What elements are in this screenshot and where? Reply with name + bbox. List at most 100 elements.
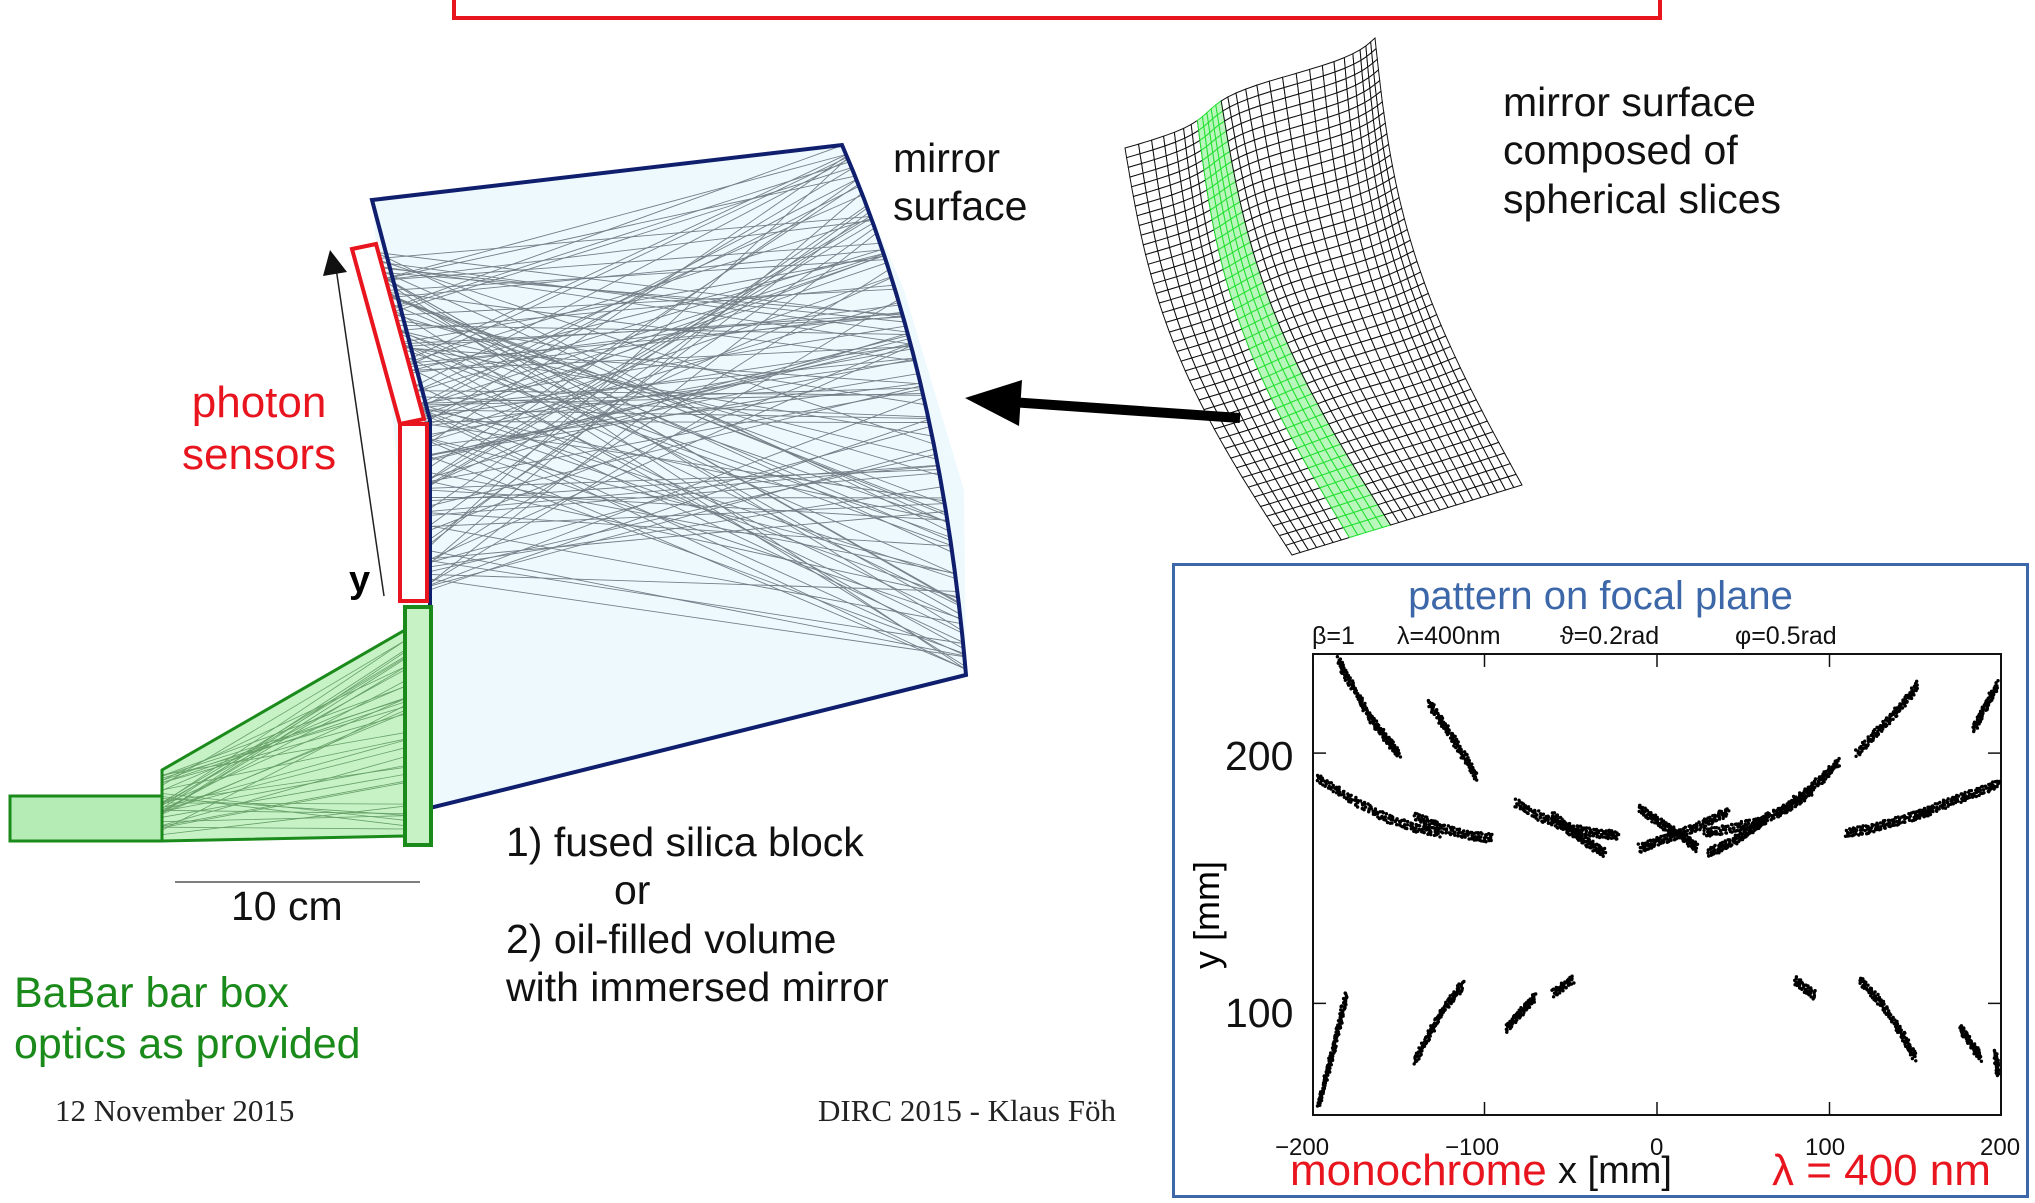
scatter-point xyxy=(1900,706,1904,710)
scatter-point xyxy=(1995,784,1999,789)
scatter-point xyxy=(1875,821,1879,825)
wedge-ray xyxy=(161,698,406,777)
scatter-point xyxy=(1702,828,1706,833)
scatter-point xyxy=(1440,717,1444,721)
scatter-point xyxy=(1727,827,1732,832)
scatter-point xyxy=(1358,799,1363,803)
scatter-point xyxy=(1354,689,1358,693)
scatter-point xyxy=(1458,744,1462,749)
scatter-point xyxy=(1329,1057,1333,1062)
scatter-point xyxy=(1459,752,1463,756)
light-ray xyxy=(423,262,887,421)
scatter-point xyxy=(1766,815,1771,819)
scatter-point xyxy=(1790,799,1795,804)
scatter-point xyxy=(1653,843,1657,847)
scatter-point xyxy=(1318,781,1323,785)
light-ray xyxy=(408,304,900,368)
scatter-point xyxy=(1681,839,1686,843)
scatter-point xyxy=(1566,829,1571,833)
light-ray xyxy=(427,472,940,517)
scatter-point xyxy=(1465,753,1469,757)
scatter-point xyxy=(1995,686,1999,690)
scatter-point xyxy=(1456,740,1460,744)
light-ray xyxy=(427,448,935,588)
scatter-point xyxy=(1991,780,1995,784)
scatter-point xyxy=(1604,829,1608,833)
scatter-point xyxy=(1720,824,1725,828)
scatter-point xyxy=(1536,818,1540,822)
scatter-point xyxy=(1526,811,1530,816)
scatter-point xyxy=(1664,821,1668,825)
scatter-point xyxy=(1941,798,1946,802)
scatter-point xyxy=(1694,846,1699,850)
scatter-point xyxy=(1325,779,1329,783)
scatter-point xyxy=(1322,1086,1327,1090)
scatter-point xyxy=(1811,788,1815,792)
wedge-ray xyxy=(161,680,406,811)
wedge-ray xyxy=(161,640,406,804)
scatter-point xyxy=(1837,764,1841,768)
block-description: 1) fused silica block or 2) oil-filled v… xyxy=(506,818,889,1012)
light-ray xyxy=(421,409,965,656)
scatter-point xyxy=(1895,707,1899,712)
scatter-point xyxy=(1514,805,1518,809)
scatter-point xyxy=(1606,836,1610,841)
scatter-point xyxy=(1484,835,1488,839)
label-line: mirror surface xyxy=(1503,79,1756,125)
label-line: BaBar bar box xyxy=(14,969,289,1017)
scatter-point xyxy=(1384,812,1389,816)
wedge-ray xyxy=(161,738,406,791)
scatter-point xyxy=(1938,800,1942,805)
y-axis-title: y [mm] xyxy=(1186,861,1227,969)
light-ray xyxy=(384,280,966,670)
scatter-point xyxy=(1978,788,1983,792)
scatter-point xyxy=(1535,813,1539,817)
scatter-point xyxy=(1810,989,1814,993)
babar-wedge xyxy=(160,627,407,843)
scatter-point xyxy=(1426,1029,1430,1033)
scatter-point xyxy=(1463,835,1467,839)
label-line: 1) fused silica block xyxy=(506,819,864,865)
light-ray xyxy=(427,486,942,568)
wedge-ray xyxy=(161,805,406,835)
scatter-point xyxy=(1385,820,1390,825)
scatter-point xyxy=(1369,805,1373,809)
scatter-point xyxy=(1418,824,1422,828)
scatter-point xyxy=(1801,792,1806,796)
scatter-point xyxy=(1443,723,1448,727)
scatter-point xyxy=(1664,836,1669,841)
light-ray xyxy=(402,343,964,649)
scatter-point xyxy=(1824,769,1828,774)
scatter-point xyxy=(1403,823,1407,827)
light-ray xyxy=(427,453,936,573)
scatter-point xyxy=(1659,834,1663,839)
scatter-point xyxy=(1765,818,1769,823)
scatter-point xyxy=(1463,761,1468,765)
scatter-point xyxy=(1452,826,1456,830)
scatter-point xyxy=(1537,809,1541,813)
scatter-point xyxy=(1429,830,1433,834)
scatter-point xyxy=(1854,832,1858,836)
scatter-point xyxy=(1479,835,1483,839)
scatter-point xyxy=(1898,708,1902,712)
photon-sensors-label: photon sensors xyxy=(182,377,336,481)
light-ray xyxy=(382,270,948,524)
scatter-point xyxy=(1756,816,1760,821)
scatter-point xyxy=(1340,1021,1344,1025)
scatter-point xyxy=(1448,832,1453,837)
light-ray xyxy=(409,253,884,372)
light-ray xyxy=(420,407,948,522)
scatter-point xyxy=(1860,832,1864,836)
scatter-point xyxy=(1343,991,1347,995)
scatter-point xyxy=(1811,997,1815,1001)
scatter-point xyxy=(1474,771,1479,775)
scatter-point xyxy=(1555,992,1559,996)
scatter-point xyxy=(1329,787,1333,791)
scatter-point xyxy=(1541,812,1546,816)
scatter-point xyxy=(1405,826,1409,831)
scatter-point xyxy=(1721,814,1725,819)
scatter-point xyxy=(1740,832,1745,836)
scatter-point xyxy=(1320,1089,1324,1093)
scatter-point xyxy=(1855,828,1859,832)
scatter-point xyxy=(1942,803,1947,807)
